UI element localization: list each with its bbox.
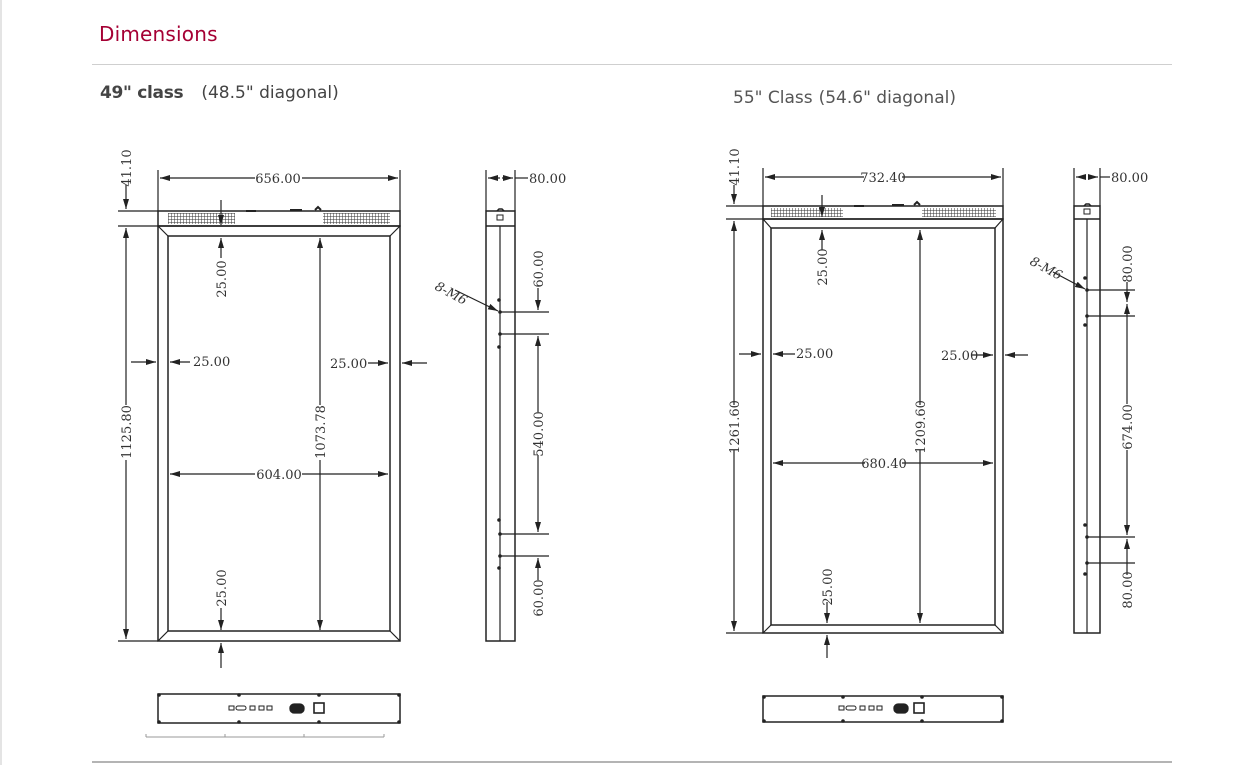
side-view-49-holes [497,298,502,570]
bezel-top-label: 25.00 [816,248,831,285]
side-view-49-labels: 80.00 8-M6 60.00 540.00 60.00 [432,172,566,617]
side-view-49 [454,170,549,642]
overall-height-label: 1261.60 [728,400,743,454]
diagonal-label: (48.5" diagonal) [201,83,339,103]
class-label: 55" Class [733,88,813,108]
model-label-55: 55" Class(54.6" diagonal) [733,88,956,108]
model-label-49: 49" class (48.5" diagonal) [100,83,339,103]
front-view-55 [726,168,1028,658]
front-view-49 [118,170,427,668]
diagonal-label: (54.6" diagonal) [818,88,956,108]
screen-height-label: 1209.60 [914,400,929,454]
screw-label: 8-M6 [1027,254,1064,283]
overall-width-label: 656.00 [255,172,301,187]
class-label: 49" class [100,83,184,103]
hole-span-label: 540.00 [532,411,547,457]
screen-width-label: 604.00 [256,468,302,483]
screen-width-label: 680.40 [861,457,907,472]
hole-offset-top-label: 80.00 [1121,245,1136,282]
bezel-bottom-label: 25.00 [215,569,230,606]
front-view-49-labels: 656.00 41.10 1125.80 25.00 1073.78 25.00… [120,149,367,606]
depth-label: 80.00 [529,172,566,187]
top-bar-height-label: 41.10 [120,149,135,186]
section-title: Dimensions [99,22,218,46]
divider-top [92,64,1172,65]
hole-offset-bottom-label: 60.00 [532,579,547,616]
screen-height-label: 1073.78 [314,405,329,459]
top-bar-height-label: 41.10 [728,148,743,185]
hole-offset-top-label: 60.00 [532,250,547,287]
front-view-55-labels: 732.40 41.10 1261.60 25.00 1209.60 25.00… [728,148,978,605]
divider-bottom [92,761,1172,763]
side-view-55-holes [1083,276,1089,576]
hole-span-label: 674.00 [1121,404,1136,450]
bezel-left-label: 25.00 [193,355,230,370]
side-view-55 [1052,168,1135,634]
bezel-right-label: 25.00 [330,357,367,372]
hole-offset-bottom-label: 80.00 [1121,571,1136,608]
overall-height-label: 1125.80 [120,405,135,459]
side-view-55-labels: 80.00 8-M6 80.00 674.00 80.00 [1027,171,1148,609]
page-left-border [0,0,2,765]
bezel-right-label: 25.00 [941,349,978,364]
bezel-bottom-label: 25.00 [821,568,836,605]
bezel-left-label: 25.00 [796,347,833,362]
screw-label: 8-M6 [432,279,469,308]
bezel-top-label: 25.00 [215,260,230,297]
bottom-view-49 [145,693,401,738]
overall-width-label: 732.40 [860,171,906,186]
depth-label: 80.00 [1111,171,1148,186]
bottom-view-55 [762,695,1004,723]
